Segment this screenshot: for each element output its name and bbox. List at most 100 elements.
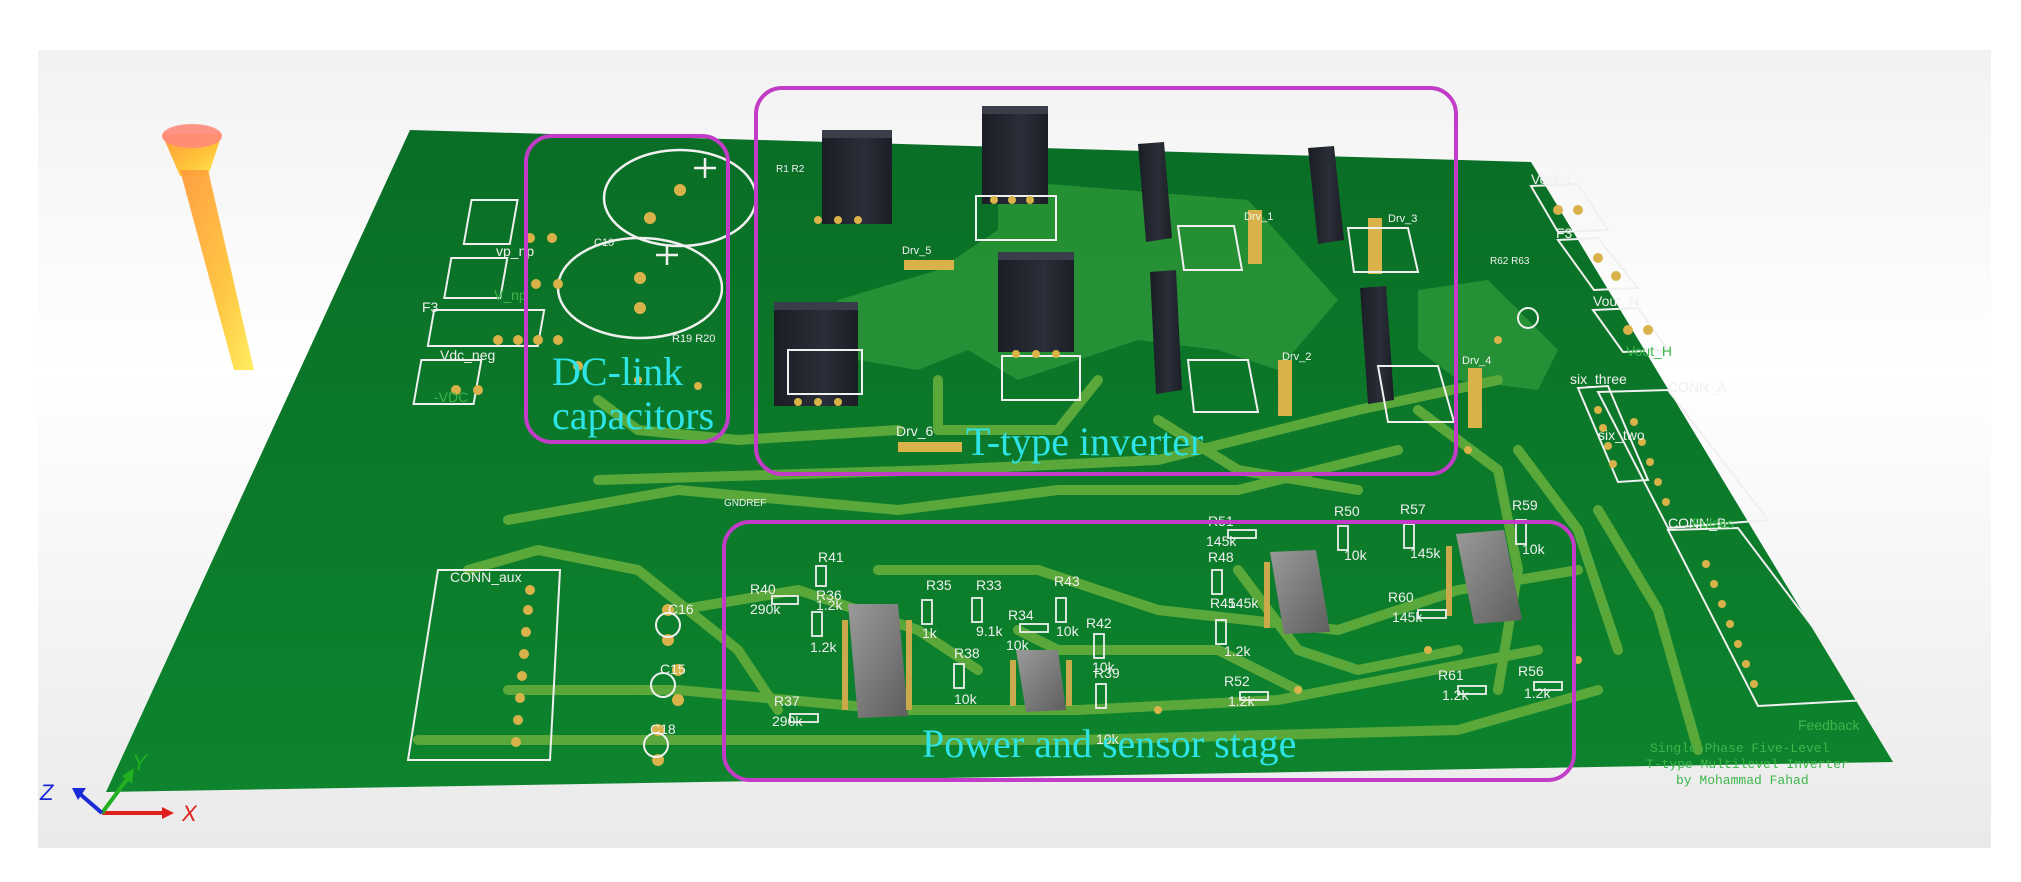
r45-value: 145k (1228, 595, 1259, 611)
title-line-2: T-type Multilevel Inverter (1646, 757, 1849, 772)
gate-driver-headers (898, 210, 1482, 452)
r36-label: R36 (816, 587, 842, 603)
integrated-circuits (848, 530, 1522, 718)
r38-value: 10k (954, 691, 978, 707)
r61-value: 1.2k (1442, 687, 1469, 703)
axis-gizmo[interactable]: X Y Z (38, 708, 238, 848)
r56-label: R56 (1518, 663, 1544, 679)
drv1-label: Drv_1 (1244, 211, 1273, 223)
3d-viewport[interactable]: CONN_aux CONN_A CONN_B Vdc_neg vp_np F3 … (38, 50, 1991, 848)
dc-link-line-2: capacitors (552, 393, 715, 438)
r50-label: R50 (1334, 503, 1360, 519)
r41-value: 1.2k (816, 597, 843, 613)
r38-label: R38 (954, 645, 980, 661)
r33-label: R33 (976, 577, 1002, 593)
f3-right-label: F3 (1556, 225, 1573, 241)
r37-value: 290k (772, 713, 803, 729)
drv3-label: Drv_3 (1388, 213, 1417, 225)
r36-value: 1.2k (810, 639, 837, 655)
power-mosfets (774, 110, 1394, 406)
capacitor-pads (634, 184, 686, 314)
r43-label: R43 (1054, 573, 1080, 589)
r33-value: 9.1k (976, 623, 1003, 639)
r37-label: R37 (774, 693, 800, 709)
drv6-label: Drv_6 (896, 423, 934, 439)
r39-label: R39 (1094, 665, 1120, 681)
axis-x-label: X (181, 801, 198, 826)
r52-value: 1.2k (1228, 693, 1255, 709)
f3-left-label: F3 (422, 299, 439, 315)
r34-value: 10k (1006, 637, 1030, 653)
mosfet-tops (774, 106, 1074, 310)
dc-link-line-1: DC-link (552, 349, 684, 394)
r40-label: R40 (750, 581, 776, 597)
r51-value: 145k (1206, 533, 1237, 549)
callout-t-type (754, 86, 1458, 476)
r35-value: 1k (922, 625, 938, 641)
drv4-label: Drv_4 (1462, 355, 1491, 367)
r35-label: R35 (926, 577, 952, 593)
connector-outlines (406, 182, 1870, 761)
r39-value: 10k (1096, 731, 1120, 747)
vout-l-label: Vout_L (1531, 171, 1575, 187)
gndref-label: GNDREF (724, 498, 766, 509)
callout-t-type-label: T-type inverter (966, 419, 1204, 464)
r49-value: 1.2k (1224, 643, 1251, 659)
r57-label: R57 (1400, 501, 1426, 517)
r61-label: R61 (1438, 667, 1464, 683)
small-capacitors (643, 307, 1539, 758)
r34-label: R34 (1008, 607, 1034, 623)
vias (573, 196, 1582, 766)
r42-value: 10k (1092, 659, 1116, 675)
r43-value: 10k (1056, 623, 1080, 639)
callout-dc-link (524, 134, 730, 444)
conn-aux-label: CONN_aux (450, 569, 522, 585)
conn-a-label: CONN_A (1668, 379, 1727, 395)
r57-value: 145k (1410, 545, 1441, 561)
r40-value: 290k (750, 601, 781, 617)
c16-label: C16 (668, 601, 694, 617)
callout-power-sensor-label: Power and sensor stage (922, 721, 1297, 766)
c10-label: C10 (594, 237, 614, 249)
feedback-label: Feedback (1798, 717, 1860, 733)
r42-label: R42 (1086, 615, 1112, 631)
r19-r20-label: R19 R20 (672, 333, 715, 345)
r52-label: R52 (1224, 673, 1250, 689)
resistor-footprints (771, 519, 1563, 723)
vout-h-label: Vout_H (1626, 343, 1672, 359)
r59-label: R59 (1512, 497, 1538, 513)
r60-value: 145k (1392, 609, 1423, 625)
c15-label: C15 (660, 661, 686, 677)
axis-z-label: Z (39, 780, 55, 805)
r62-r63-label: R62 R63 (1490, 256, 1530, 267)
r48-label: R48 (1208, 549, 1234, 565)
title-block: Single-Phase Five-Level T-type Multileve… (1646, 741, 1849, 788)
r59-value: 10k (1522, 541, 1546, 557)
c18-label: C18 (650, 721, 676, 737)
r1-r2-label: R1 R2 (776, 164, 805, 175)
r50-value: 10k (1344, 547, 1368, 563)
v-np-label: V_np (494, 287, 527, 303)
drv2-label: Drv_2 (1282, 351, 1311, 363)
fet-footprints (787, 195, 1456, 423)
title-line-3: by Mohammad Fahad (1676, 773, 1809, 788)
axis-y-label: Y (132, 750, 148, 775)
drv5-label: Drv_5 (902, 245, 931, 257)
ic-pins (842, 546, 1452, 710)
neg-vdc-label: -VDC (434, 389, 468, 405)
callout-power-sensor (722, 520, 1576, 782)
vout-n-label: Vout_N (1593, 293, 1639, 309)
r56-value: 1.2k (1524, 685, 1551, 701)
r45-label: R45 (1210, 595, 1236, 611)
vdc-neg-label: Vdc_neg (440, 347, 495, 363)
pcb-3d-scene[interactable]: CONN_aux CONN_A CONN_B Vdc_neg vp_np F3 … (38, 50, 1991, 848)
six-two-label: six_two (1598, 427, 1645, 443)
r41-label: R41 (818, 549, 844, 565)
light-source-icon (162, 124, 254, 370)
six-three-label: six_three (1570, 371, 1627, 387)
conn-b-label: CONN_B (1668, 515, 1726, 531)
pulses-label: Pulses (1692, 515, 1734, 531)
callout-dc-link-label: DC-link capacitors (552, 350, 714, 438)
r60-label: R60 (1388, 589, 1414, 605)
title-line-1: Single-Phase Five-Level (1650, 741, 1830, 756)
